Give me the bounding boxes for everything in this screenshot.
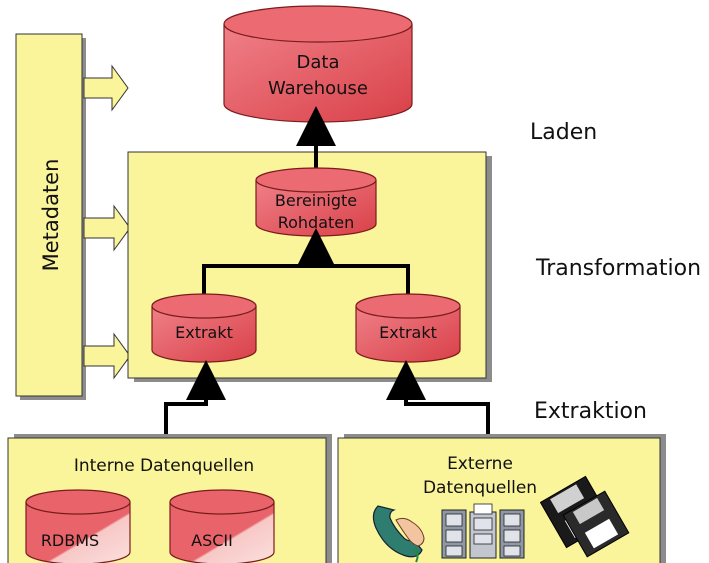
ascii-cylinder: ASCII: [169, 489, 275, 563]
warehouse-line1: Data: [297, 52, 340, 73]
rdbms-cylinder: RDBMS: [25, 489, 131, 563]
internal-title: Interne Datenquellen: [74, 456, 254, 476]
stage-transform-label: Transformation: [536, 256, 702, 281]
cleaned-data-cylinder: Bereinigte Rohdaten: [255, 167, 377, 237]
filing-cabinets-icon: [441, 503, 525, 559]
extract-left-cylinder: Extrakt: [151, 293, 257, 363]
stage-load-label: Laden: [530, 120, 598, 145]
metadata-arrow-bottom: [83, 332, 131, 380]
metadata-label: Metadaten: [39, 159, 63, 272]
rdbms-label: RDBMS: [41, 531, 99, 550]
arrow-external-to-extract: [386, 360, 490, 440]
extract-right-label: Extrakt: [379, 323, 437, 342]
telephone-icon: [372, 505, 425, 563]
connector-extracts-to-cleaned: [202, 228, 410, 296]
metadata-panel: Metadaten: [15, 33, 86, 400]
warehouse-line2: Warehouse: [268, 78, 368, 99]
metadata-arrow-top: [83, 64, 129, 112]
floppy-disks-icon: [539, 475, 630, 558]
cleaned-line1: Bereinigte: [275, 191, 357, 210]
external-title-line1: Externe: [447, 454, 513, 474]
data-warehouse-cylinder: Data Warehouse: [223, 5, 413, 123]
extract-left-label: Extrakt: [175, 323, 233, 342]
cleaned-line2: Rohdaten: [278, 213, 355, 232]
extract-right-cylinder: Extrakt: [355, 293, 461, 363]
stage-extract-label: Extraktion: [534, 399, 647, 424]
arrow-internal-to-extract: [164, 360, 226, 440]
external-title-line2: Datenquellen: [423, 478, 537, 498]
metadata-arrow-middle: [83, 204, 131, 252]
ascii-label: ASCII: [191, 531, 233, 550]
